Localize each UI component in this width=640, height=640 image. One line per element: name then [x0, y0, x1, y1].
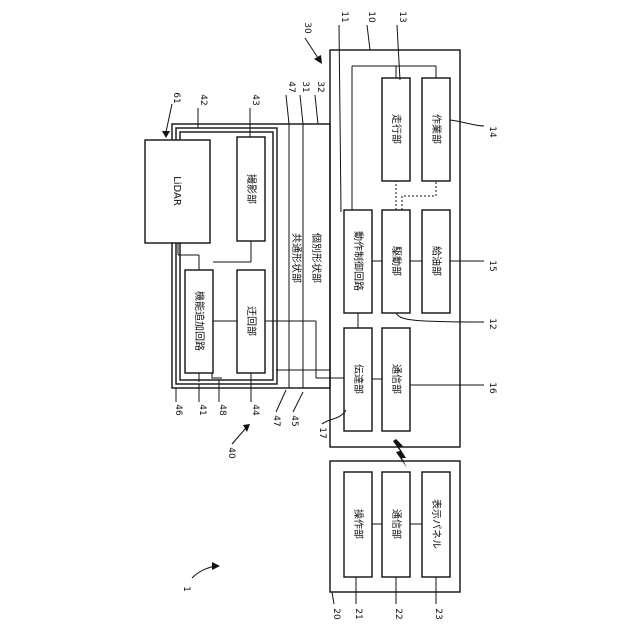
ref-21: 21: [353, 608, 363, 619]
leader-45: [293, 392, 303, 412]
ref-15: 15: [487, 260, 497, 271]
ref-1: 1: [181, 586, 191, 592]
leader-31: [300, 95, 303, 124]
leader-12: [396, 313, 484, 322]
ref-47-bottom: 47: [271, 415, 281, 426]
leader-14: [450, 120, 484, 126]
refuel-label: 給油部: [430, 246, 443, 276]
ref-48: 48: [217, 404, 227, 416]
travel-label: 走行部: [390, 114, 403, 144]
wire-circuit-bottom-2: [212, 373, 222, 378]
leader-61: [166, 104, 172, 132]
individual-shape-label: 個別形状部: [310, 233, 323, 283]
ref-45: 45: [289, 415, 299, 426]
ref-12: 12: [487, 318, 497, 329]
arrow-1: [212, 562, 220, 570]
leader-47-top: [286, 95, 289, 124]
ref-32: 32: [315, 81, 325, 92]
drive-label: 駆動部: [390, 246, 403, 276]
leader-11: [339, 25, 341, 212]
ref-17: 17: [317, 427, 327, 438]
ref-22: 22: [393, 608, 403, 619]
ref-46: 46: [173, 404, 183, 416]
communication-label-machine: 通信部: [390, 364, 403, 394]
ref-31: 31: [300, 81, 310, 92]
ref-47-top: 47: [286, 81, 296, 92]
ref-10: 10: [366, 11, 376, 23]
function-add-circuit-label: 機能追加回路: [193, 291, 206, 351]
ref-16: 16: [487, 382, 497, 394]
motion-control-circuit-label: 動作制御回路: [352, 231, 365, 291]
arrow-30: [314, 55, 322, 64]
ref-40: 40: [226, 447, 236, 459]
ref-41: 41: [197, 404, 207, 415]
leader-32: [315, 95, 318, 124]
leader-20: [332, 592, 334, 604]
ref-11: 11: [339, 11, 349, 22]
display-panel-label: 表示パネル: [430, 499, 443, 549]
ref-14: 14: [487, 126, 497, 138]
work-label: 作業部: [430, 114, 443, 144]
ref-20: 20: [331, 608, 341, 620]
camera-label: 撮影部: [245, 174, 258, 204]
leader-40: [232, 428, 246, 444]
leader-1: [192, 566, 214, 578]
communication-label-terminal: 通信部: [390, 509, 403, 539]
operation-label: 操作部: [352, 509, 365, 539]
lidar-label: LiDAR: [171, 176, 182, 206]
detour-label: 迂回部: [245, 306, 258, 336]
ref-23: 23: [433, 608, 443, 619]
leader-10: [367, 25, 370, 50]
leader-30: [305, 38, 318, 58]
transmission-label: 伝達部: [352, 364, 365, 394]
arrow-61: [162, 131, 170, 138]
wireless-link-icon: [393, 439, 407, 468]
ref-44: 44: [250, 404, 260, 416]
ref-61: 61: [171, 92, 181, 103]
leader-47-bottom: [276, 390, 286, 412]
ref-43: 43: [250, 94, 260, 105]
ref-42: 42: [198, 94, 208, 105]
ref-13: 13: [397, 11, 407, 22]
leader-17: [322, 410, 346, 424]
common-shape-label: 共通形状部: [290, 233, 303, 283]
ref-30: 30: [302, 22, 312, 34]
dashed-drive-work: [402, 181, 436, 210]
leader-13: [397, 25, 400, 80]
